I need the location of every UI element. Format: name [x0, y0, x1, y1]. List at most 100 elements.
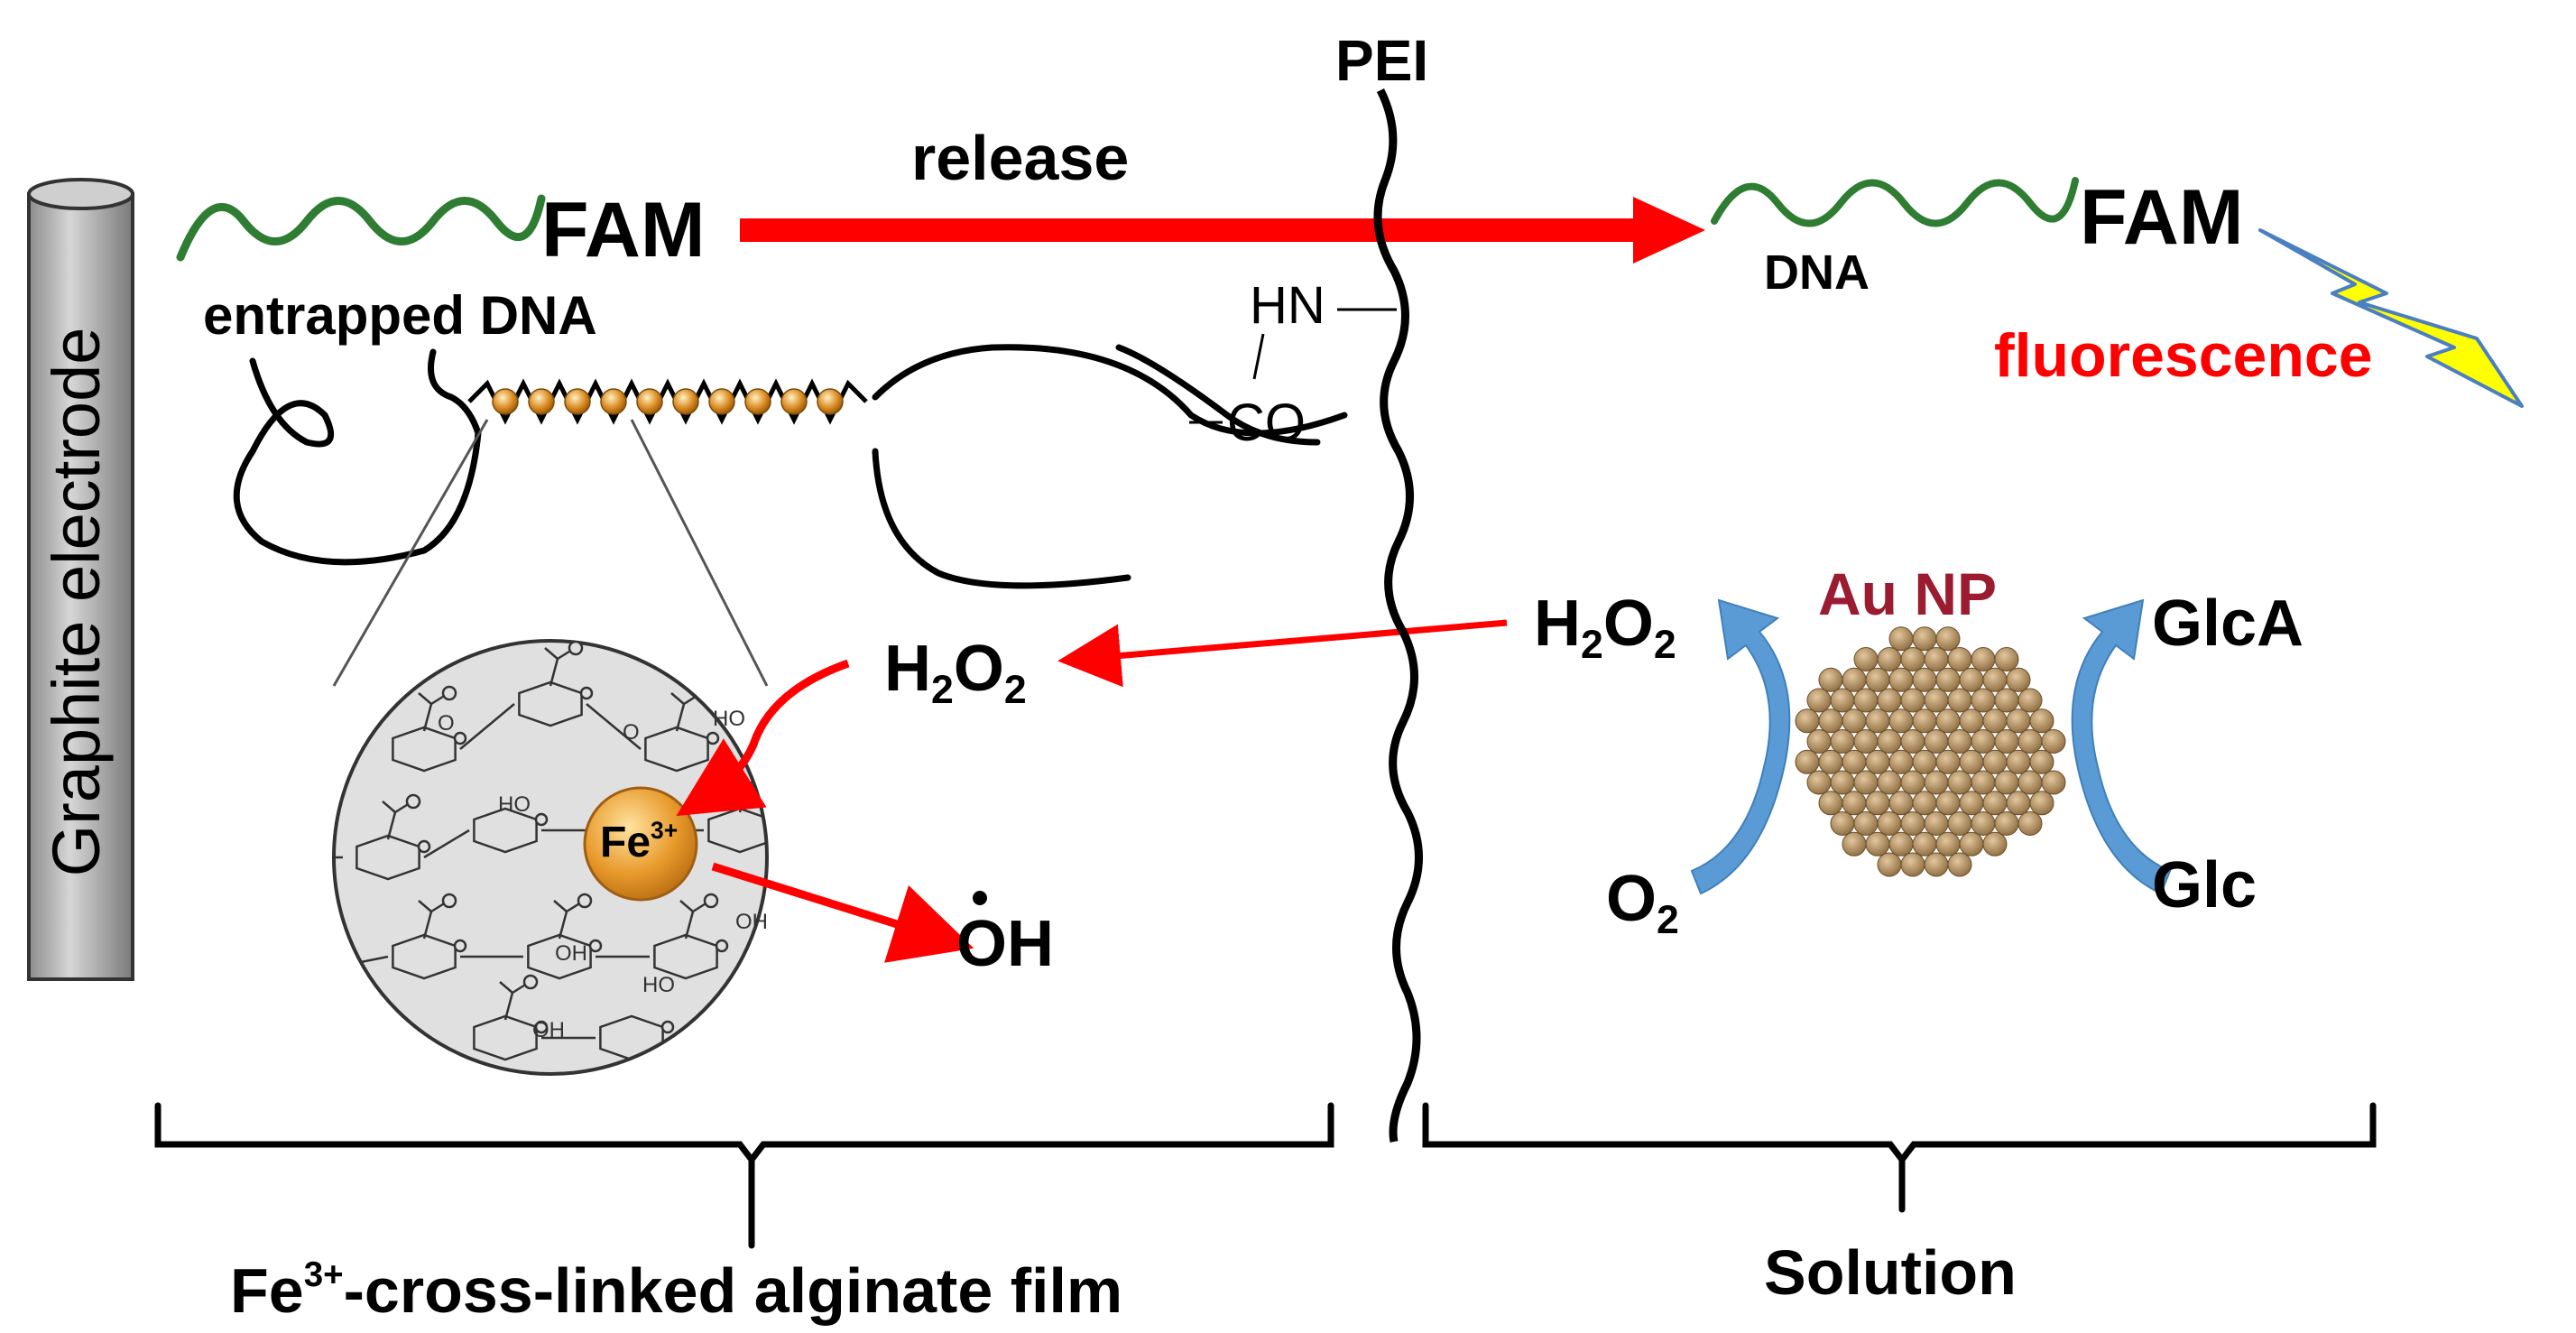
fe-bead — [817, 388, 844, 415]
au-atom — [1924, 729, 1949, 754]
release-label: release — [911, 126, 1129, 190]
au-atom — [1912, 667, 1937, 692]
au-atom — [1900, 811, 1925, 836]
au-atom — [1877, 729, 1902, 754]
dna-right-text: DNA — [1764, 245, 1870, 300]
co-text: CO — [1227, 393, 1306, 452]
alginate-film-fe: Fe — [230, 1255, 304, 1326]
au-atom — [1877, 647, 1902, 671]
ring-oxygen-atom — [660, 1020, 675, 1034]
glca-text: GlcA — [2152, 588, 2304, 660]
fe-bead — [564, 388, 591, 415]
au-atom — [1888, 667, 1914, 692]
fe-ion-label: Fe3+ — [600, 819, 678, 865]
graphite-electrode-label: Graphite electrode — [39, 196, 114, 1008]
release-arrow — [740, 197, 1705, 264]
au-atom — [1912, 791, 1937, 816]
pei-text: PEI — [1335, 28, 1429, 93]
au-atom — [1994, 729, 2019, 754]
carboxyl-oxygen — [405, 793, 421, 810]
au-atom — [1947, 811, 1972, 836]
au-atom — [1806, 688, 1832, 713]
au-atom — [2006, 749, 2031, 774]
au-atom — [1982, 791, 2008, 816]
alginate-label-3: OH — [735, 912, 768, 933]
au-atom — [1982, 708, 2008, 734]
au-atom — [1947, 770, 1972, 795]
alginate-polymer-chain — [233, 344, 1348, 589]
ring-oxygen-label-a: O — [438, 711, 455, 736]
hn-label: HN — [1250, 280, 1325, 332]
au-nanoparticle — [1795, 626, 2066, 877]
au-atom — [1971, 770, 1996, 795]
au-atom — [1959, 667, 1984, 692]
au-atom — [1877, 688, 1902, 713]
braces — [154, 1102, 2377, 1249]
h2o2-right-sub2: 2 — [1653, 623, 1676, 668]
entrapped-dna-label: entrapped DNA — [203, 289, 597, 343]
ring-oxygen-atom — [706, 731, 720, 745]
au-atom — [1994, 688, 2019, 713]
au-atom — [1982, 831, 2008, 856]
au-atom — [2017, 770, 2043, 795]
fam-left-label: FAM — [541, 191, 706, 269]
h2o2-left-o: O — [953, 633, 1004, 705]
au-atom — [1924, 852, 1949, 877]
h2o2-right-o: O — [1602, 588, 1654, 660]
release-text: release — [911, 123, 1130, 193]
oh-text: OH — [956, 908, 1054, 980]
fe-bead — [492, 388, 519, 415]
ring-oxygen-atom — [579, 686, 594, 700]
au-atom — [1959, 791, 1984, 816]
ring-oxygen-label-b: O — [623, 720, 640, 745]
graphite-electrode-rod — [27, 178, 134, 981]
au-atom — [1900, 647, 1925, 671]
carboxyl-oxygen — [568, 641, 584, 656]
entrapped-dna-strand — [176, 194, 546, 262]
au-atom — [1818, 667, 1843, 692]
fluorescence-text: fluorescence — [1994, 321, 2373, 390]
au-atom — [1924, 647, 1949, 671]
hydroxyl-label-d: OH — [555, 941, 587, 966]
au-atom — [1853, 647, 1879, 671]
au-atom — [1935, 791, 1961, 816]
ring-oxygen-atom — [771, 814, 781, 825]
o2-sub: 2 — [1657, 898, 1679, 943]
au-atom — [2029, 708, 2054, 734]
carboxyl-oxygen — [757, 766, 767, 782]
au-atom — [1853, 729, 1879, 754]
au-atom — [2017, 688, 2043, 713]
graphite-electrode-text: Graphite electrode — [39, 327, 114, 877]
ring-oxygen-atom — [453, 731, 467, 745]
glc-label: Glc — [2152, 853, 2257, 918]
hn-text: HN — [1250, 276, 1325, 335]
fe-bead — [600, 388, 627, 415]
au-atom — [2029, 749, 2054, 774]
au-atom — [1865, 667, 1890, 692]
hydroxyl-label-e: HO — [642, 973, 675, 997]
au-atom — [1935, 749, 1961, 774]
au-atom — [1888, 749, 1914, 774]
fam-left-text: FAM — [541, 187, 706, 273]
au-atom — [1959, 749, 1984, 774]
alginate-film-charge: 3+ — [303, 1255, 344, 1295]
fe-ion-ball — [583, 786, 698, 902]
dna-right-label: DNA — [1764, 248, 1870, 297]
glc-text: Glc — [2152, 849, 2257, 921]
au-atom — [1818, 791, 1843, 816]
hydroxyl-label-c: OH — [735, 910, 768, 934]
au-atom — [1994, 811, 2019, 836]
au-atom — [1982, 749, 2008, 774]
au-atom — [1971, 688, 1996, 713]
au-atom — [1853, 770, 1879, 795]
fluorescence-label: fluorescence — [1994, 325, 2373, 386]
fe-bead — [636, 388, 663, 415]
h2o2-left-label: H2O2 — [884, 636, 1027, 710]
hydroxyl-label-f: OH — [532, 1018, 565, 1042]
au-atom — [1795, 708, 1820, 734]
ring-oxygen-atom — [453, 939, 467, 953]
glycosidic-bond — [586, 703, 642, 750]
au-atom — [2041, 770, 2066, 795]
catalysis-arrows — [1690, 598, 2172, 895]
au-atom — [1842, 831, 1867, 856]
